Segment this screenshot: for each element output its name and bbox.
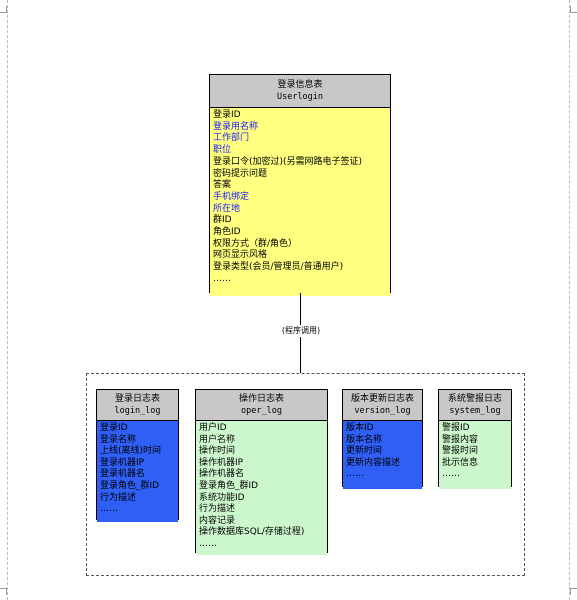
field-item: 系统功能ID [199, 492, 245, 503]
field-item: 登录机器名 [100, 469, 146, 480]
page-corner-mark [570, 588, 577, 595]
field-item: 登录用名称 [213, 121, 259, 132]
entity-field-list: 登录ID 登录用名称 工作部门 职位 登录口令(加密过)(另需网路电子签证) 密… [210, 108, 390, 296]
field-item: 手机绑定 [213, 191, 250, 202]
field-item: 更新时间 [346, 446, 383, 457]
userlogin-entity[interactable]: 登录信息表 Userlogin 登录ID 登录用名称 工作部门 职位 登录口令(… [209, 74, 391, 296]
field-item: 密码提示问题 [213, 168, 268, 179]
field-item: 登录机器IP [100, 457, 145, 468]
version-log-entity[interactable]: 版本更新日志表 version_log 版本ID 版本名称 更新时间 更新内容描… [342, 389, 423, 489]
field-item: 登录ID [100, 423, 128, 433]
field-item: 用户名称 [199, 434, 236, 445]
entity-field-list: 登录ID 登录名称 上线(离线)时间 登录机器IP 登录机器名 登录角色_群ID… [97, 421, 178, 522]
entity-title-en: oper_log [241, 406, 282, 416]
entity-title-cn: 系统警报日志 [447, 394, 502, 404]
entity-field-list: 警报ID 警报内容 警报时间 批示信息 …… [439, 421, 511, 489]
field-item: 网页显示风格 [213, 250, 268, 261]
field-item: 登录口令(加密过)(另需网路电子签证) [213, 156, 363, 167]
field-item: 群ID [213, 215, 232, 226]
entity-title-cn: 版本更新日志表 [350, 394, 414, 404]
entity-header: 版本更新日志表 version_log [343, 390, 422, 421]
entity-title-en: Userlogin [276, 92, 324, 102]
entity-title-cn: 登录日志表 [114, 394, 160, 404]
field-item: 版本名称 [346, 434, 383, 445]
field-item: 登录类型(会员/管理员/普通用户) [213, 262, 344, 273]
field-item: …… [199, 538, 217, 549]
field-item: 所在地 [213, 203, 241, 214]
field-item: …… [346, 469, 364, 480]
page-corner-mark [0, 6, 7, 13]
field-item: 登录角色_群ID [199, 480, 259, 491]
field-item: 权限方式（群/角色） [213, 238, 298, 249]
field-item: …… [100, 504, 118, 515]
system-log-entity[interactable]: 系统警报日志 system_log 警报ID 警报内容 警报时间 批示信息 …… [438, 389, 512, 489]
field-item: 警报内容 [442, 434, 479, 445]
field-item: 操作数据库SQL/存储过程) [199, 527, 305, 538]
page-margin-left [7, 0, 8, 600]
field-item: 上线(离线)时间 [100, 446, 162, 457]
field-item: 答案 [213, 180, 232, 191]
field-item: 角色ID [213, 227, 241, 238]
field-item: 批示信息 [442, 457, 479, 468]
entity-title-en: login_log [114, 406, 161, 416]
field-item: 登录ID [213, 110, 241, 120]
field-item: 操作时间 [199, 446, 236, 457]
field-item: 登录名称 [100, 434, 137, 445]
entity-field-list: 用户ID 用户名称 操作时间 操作机器IP 操作机器名 登录角色_群ID 系统功… [196, 421, 327, 555]
page-corner-mark [570, 6, 577, 13]
entity-header: 操作日志表 oper_log [196, 390, 327, 421]
field-item: 行为描述 [100, 492, 137, 503]
field-item: 职位 [213, 145, 232, 156]
field-item: 警报时间 [442, 446, 479, 457]
login-log-entity[interactable]: 登录日志表 login_log 登录ID 登录名称 上线(离线)时间 登录机器I… [96, 389, 179, 522]
entity-title-cn: 操作日志表 [238, 394, 284, 404]
page-corner-mark [0, 588, 7, 595]
entity-title-cn: 登录信息表 [277, 80, 323, 90]
entity-header: 登录信息表 Userlogin [210, 75, 390, 108]
field-item: 警报ID [442, 423, 470, 433]
connector-label: (程序调用) [279, 325, 323, 337]
page-margin-right [569, 0, 570, 600]
field-item: …… [213, 273, 231, 284]
field-item: 工作部门 [213, 133, 250, 144]
entity-title-en: system_log [449, 406, 501, 416]
field-item: 内容记录 [199, 515, 236, 526]
log-tables-group [86, 373, 525, 576]
field-item: 更新内容描述 [346, 457, 401, 468]
field-item: 操作机器名 [199, 469, 245, 480]
field-item: 操作机器IP [199, 457, 244, 468]
field-item: 版本ID [346, 423, 374, 433]
entity-header: 系统警报日志 system_log [439, 390, 511, 421]
field-item: 登录角色_群ID [100, 480, 160, 491]
field-item: 行为描述 [199, 504, 236, 515]
oper-log-entity[interactable]: 操作日志表 oper_log 用户ID 用户名称 操作时间 操作机器IP 操作机… [195, 389, 328, 555]
entity-field-list: 版本ID 版本名称 更新时间 更新内容描述 …… [343, 421, 422, 489]
field-item: 用户ID [199, 423, 227, 433]
entity-header: 登录日志表 login_log [97, 390, 178, 421]
entity-title-en: version_log [354, 406, 411, 416]
field-item: …… [442, 469, 460, 480]
